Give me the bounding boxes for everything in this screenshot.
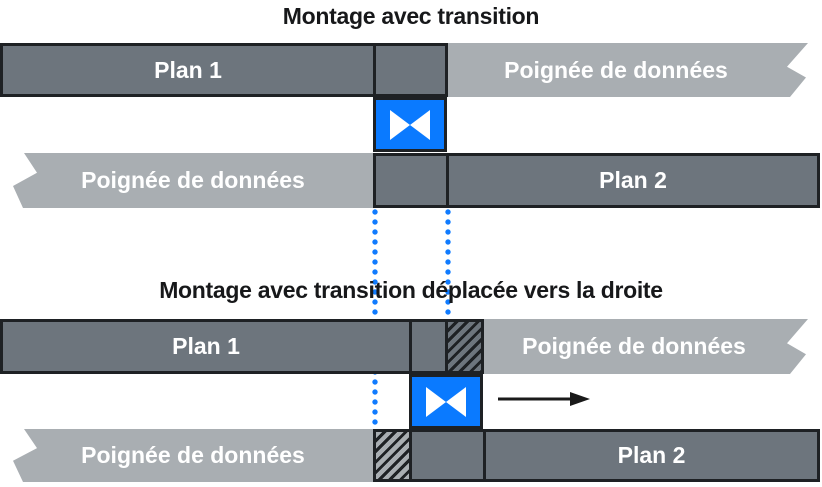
trimmed-media-hatch-top — [445, 319, 484, 374]
clip-edit-point-divider — [373, 43, 376, 97]
transition-box-bottom — [409, 374, 483, 429]
plan1-clip-bar-top: Plan 1 — [0, 43, 448, 97]
top-diagram-title: Montage avec transition — [282, 3, 540, 29]
move-right-arrow-icon — [498, 392, 590, 406]
plan2-label: Plan 2 — [599, 167, 667, 193]
plan1-label: Plan 1 — [172, 333, 240, 359]
guide-dotted-line-right — [445, 209, 451, 317]
plan2-label: Plan 2 — [617, 442, 686, 468]
bowtie-transition-icon — [390, 109, 430, 140]
plan1-label: Plan 1 — [154, 56, 222, 83]
media-handle-bar-top-left: Poignée de données — [13, 153, 373, 208]
clip-edit-point-divider — [446, 153, 449, 208]
plan1-clip-bar-bottom: Plan 1 — [0, 319, 448, 374]
plan2-clip-bar-bottom: Plan 2 — [409, 429, 820, 482]
media-handle-bar-top-right: Poignée de données — [448, 43, 808, 97]
plan2-clip-bar-top: Plan 2 — [373, 153, 820, 208]
clip-edit-point-divider — [483, 429, 486, 482]
clip-edit-point-divider — [409, 319, 412, 374]
media-handle-bar-bottom-left: Poignée de données — [13, 429, 373, 482]
trimmed-media-hatch-bottom — [373, 429, 412, 482]
bottom-diagram-title: Montage avec transition déplacée vers la… — [159, 277, 663, 303]
media-handle-bar-bottom-right: Poignée de données — [484, 319, 808, 374]
bowtie-transition-icon — [426, 386, 466, 417]
transition-box-top — [373, 97, 447, 152]
